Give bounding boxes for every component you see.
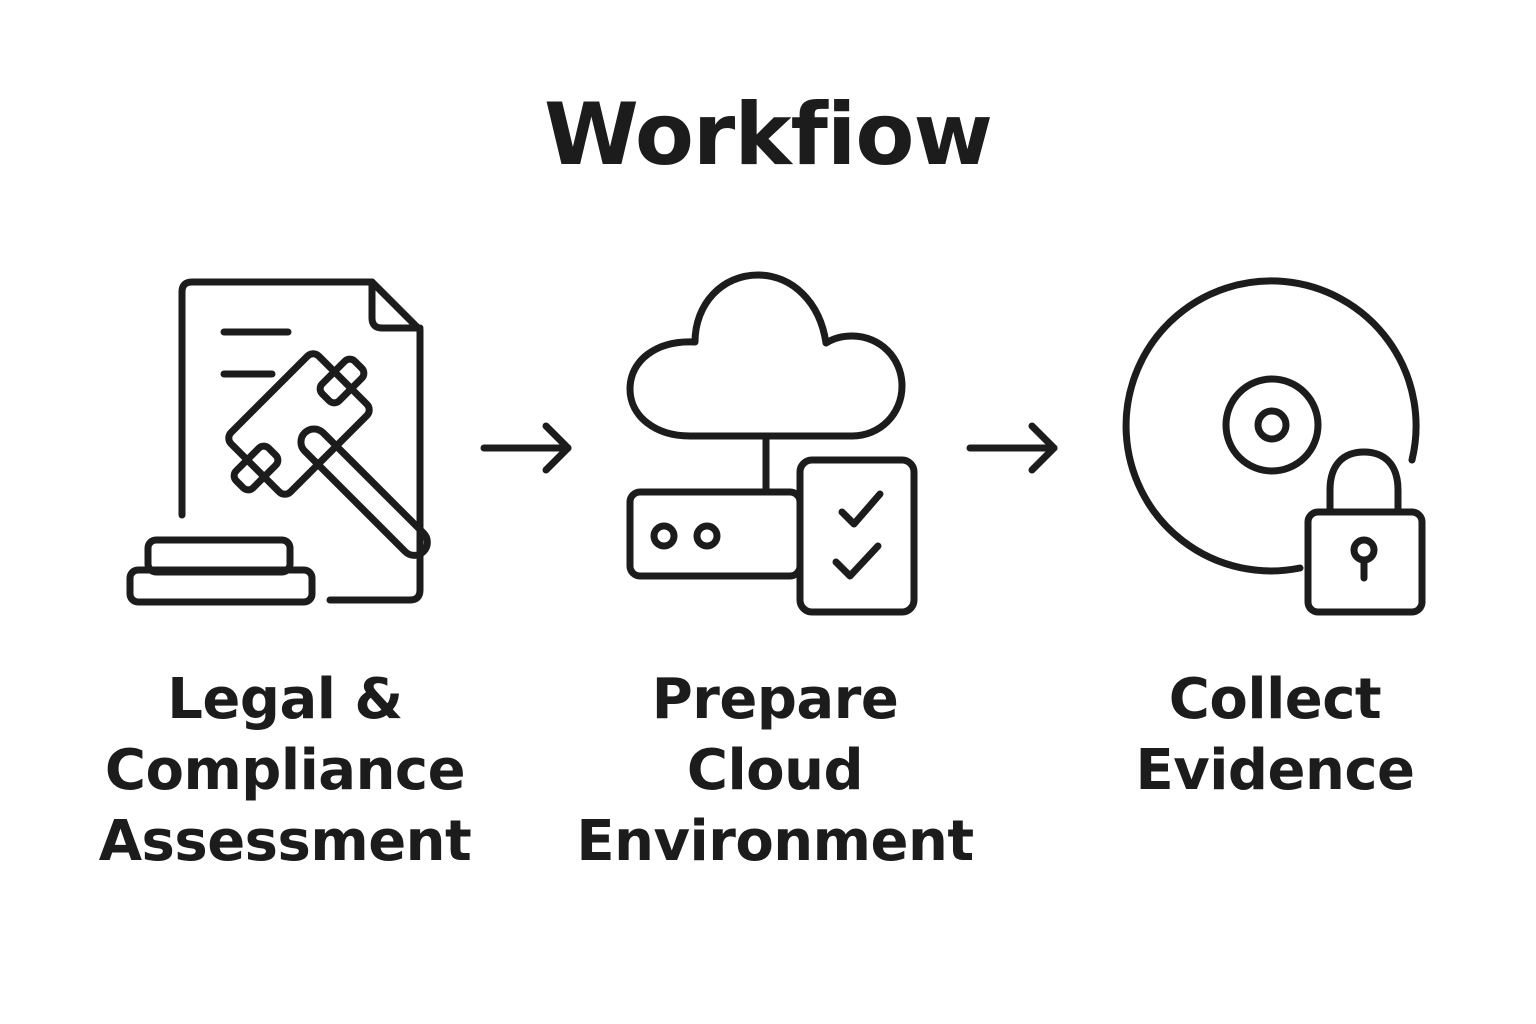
step-label-line: Legal & [167, 667, 403, 732]
disc-lock-icon [1115, 270, 1435, 620]
step-label-line: Collect [1168, 667, 1382, 732]
step-label-legal-compliance: Legal & Compliance Assessment [85, 664, 485, 877]
arrow-right-icon [962, 420, 1066, 476]
step-label-line: Compliance [104, 738, 466, 803]
step-label-prepare-cloud: Prepare Cloud Environment [570, 664, 980, 877]
step-label-line: Cloud [686, 738, 864, 803]
step-label-line: Evidence [1135, 738, 1415, 803]
step-label-line: Environment [576, 809, 974, 874]
step-label-collect-evidence: Collect Evidence [1100, 664, 1450, 806]
gavel-document-icon [120, 270, 460, 610]
step-label-line: Assessment [98, 809, 472, 874]
arrow-right-icon [476, 420, 580, 476]
cloud-server-checklist-icon [615, 262, 925, 622]
step-label-line: Prepare [651, 667, 899, 732]
diagram-title: Workfiow [544, 85, 993, 185]
